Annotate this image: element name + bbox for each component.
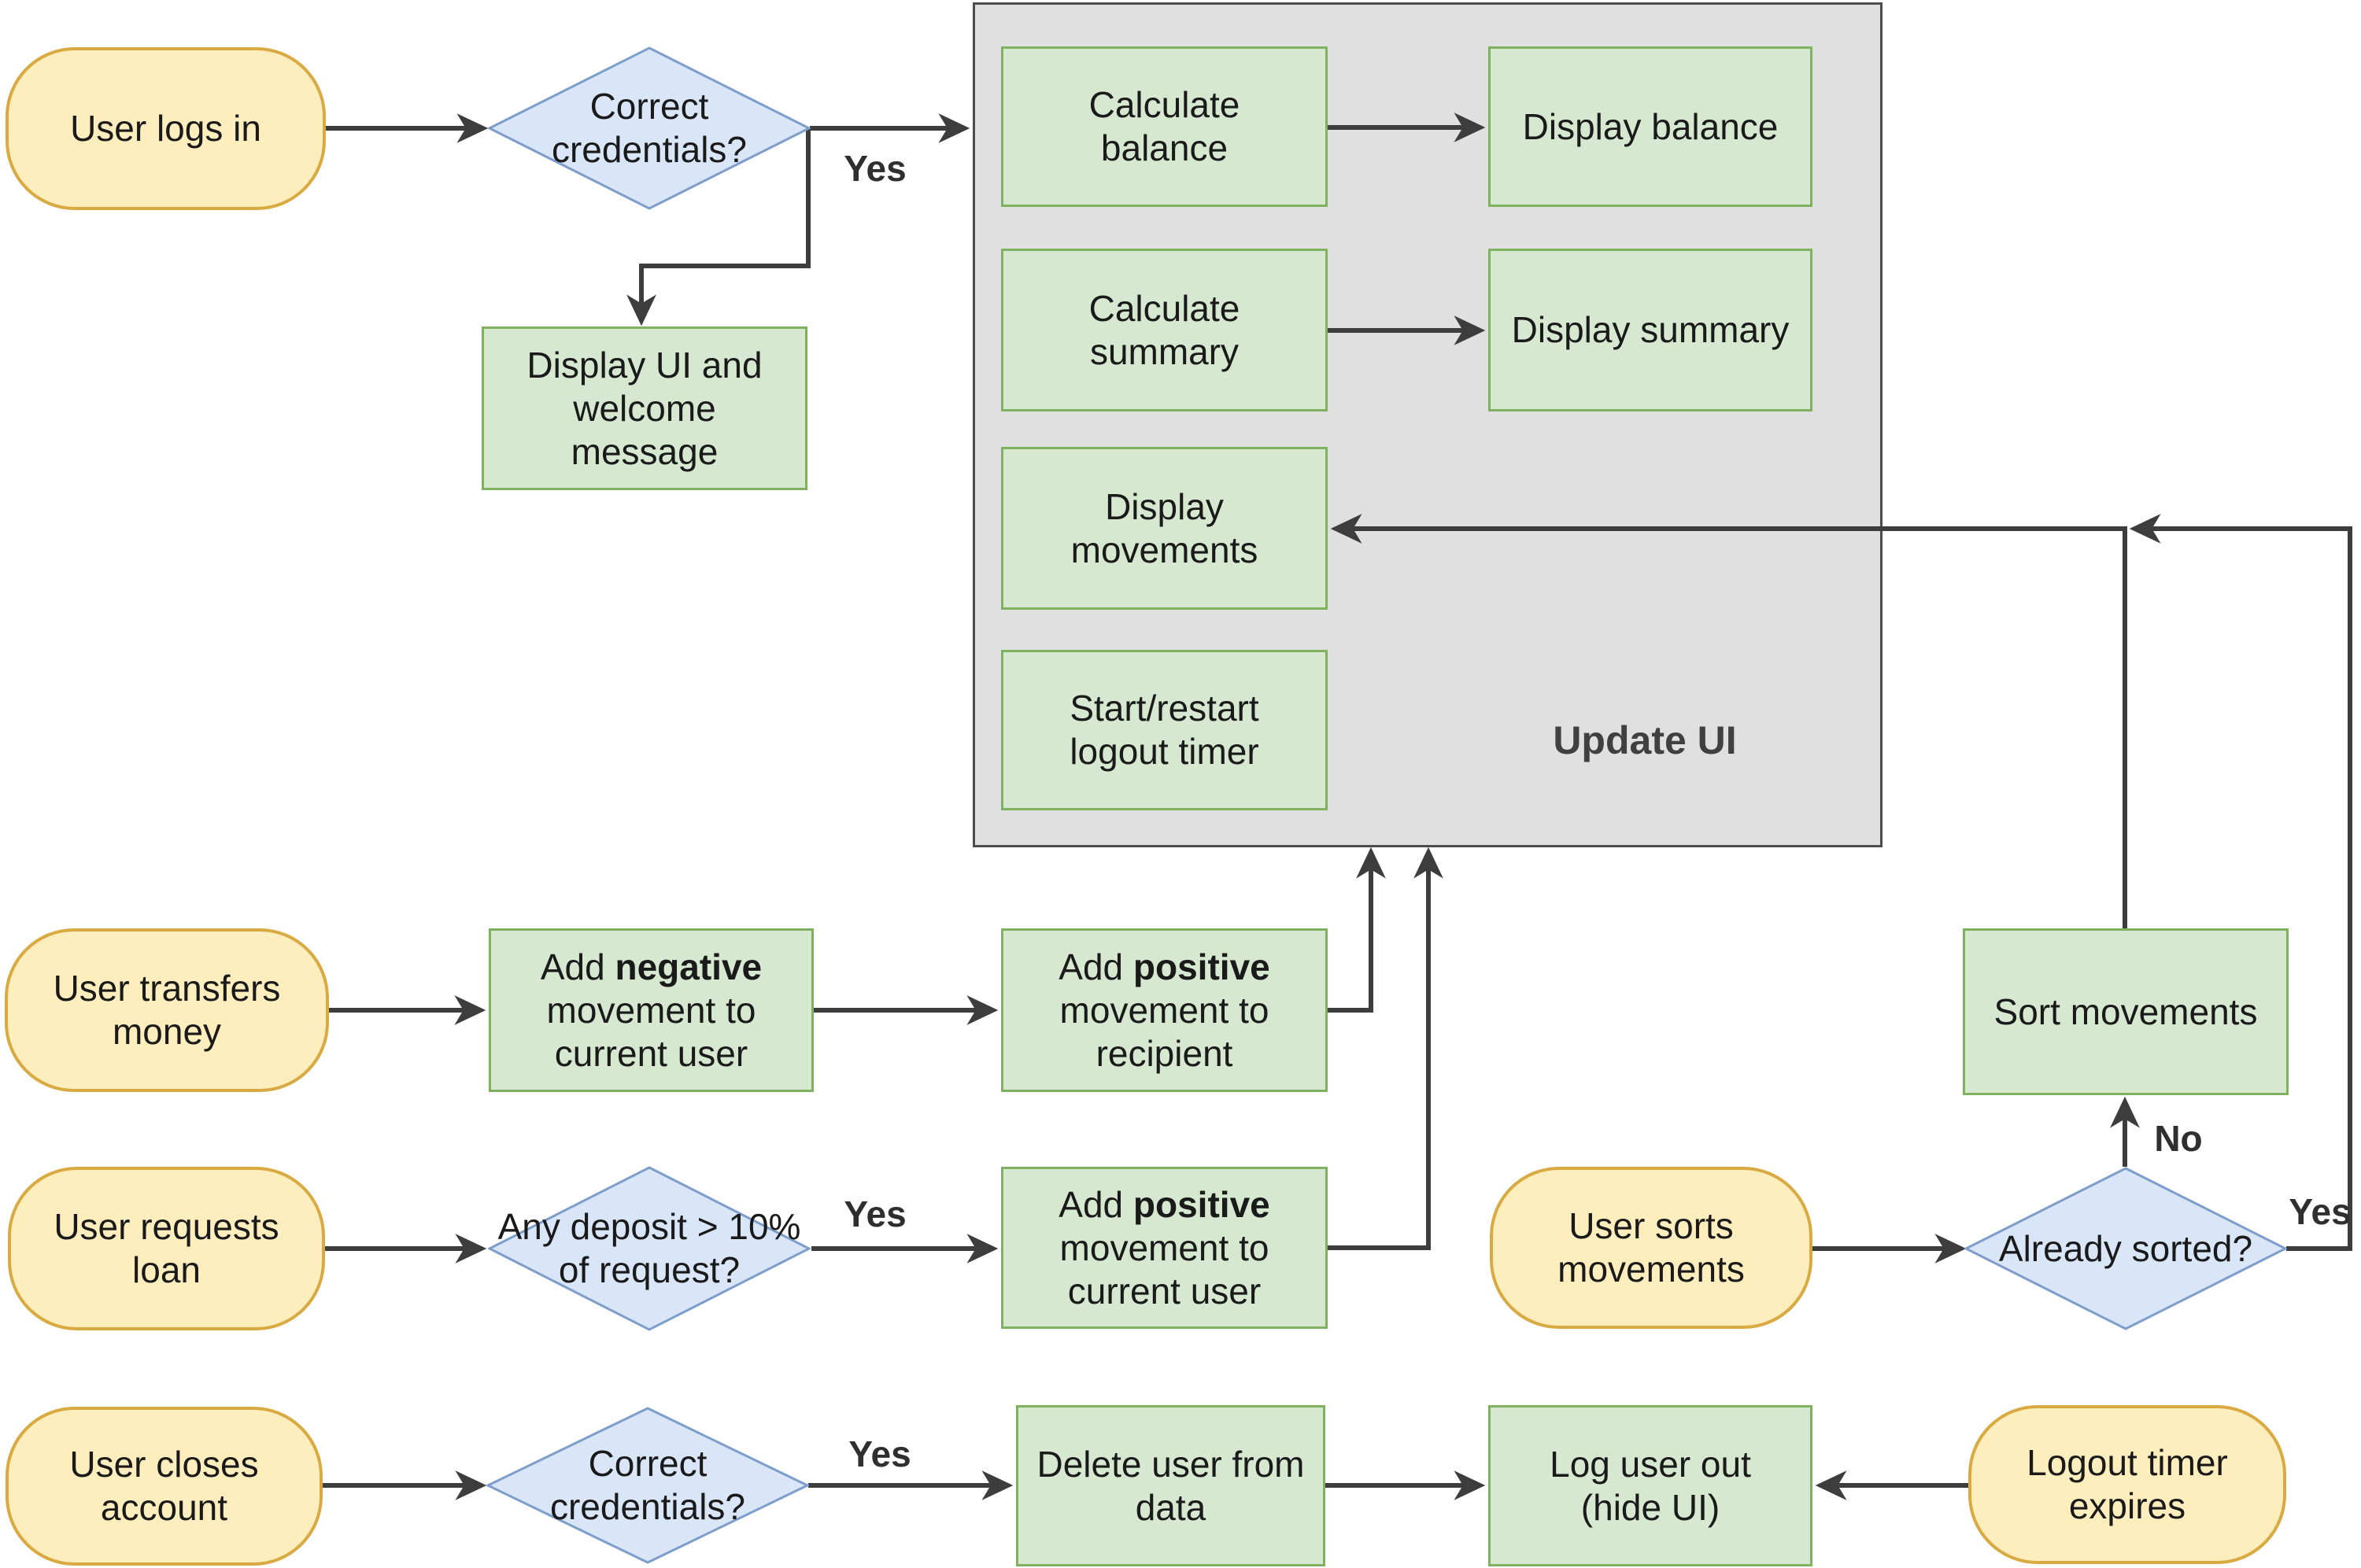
process-calculate-balance: Calculate balance bbox=[1001, 46, 1328, 207]
edge-alreadysorted-yes-loop bbox=[2129, 514, 2352, 1251]
diamond-shape bbox=[488, 46, 811, 210]
edge-label-yes-close: Yes bbox=[848, 1433, 911, 1474]
edge-label-yes-loan: Yes bbox=[844, 1194, 907, 1234]
process-log-user-out: Log user out (hide UI) bbox=[1488, 1405, 1812, 1566]
decision-correct-credentials-login: Correct credentials? bbox=[488, 46, 811, 210]
edge-label-no-sorted: No bbox=[2154, 1118, 2203, 1159]
edge-addpositivecurrent-to-updateui bbox=[1328, 847, 1443, 1250]
process-add-positive-movement-recipient: Add positive movement to recipient bbox=[1001, 928, 1328, 1092]
edge-addpositiverecipient-to-updateui bbox=[1328, 847, 1386, 1013]
process-display-ui-welcome: Display UI and welcome message bbox=[482, 327, 807, 490]
process-sort-movements: Sort movements bbox=[1963, 928, 2289, 1095]
process-display-movements: Display movements bbox=[1001, 447, 1328, 610]
decision-correct-credentials-close: Correct credentials? bbox=[486, 1407, 809, 1564]
diamond-shape bbox=[486, 1407, 809, 1564]
process-add-negative-movement: Add negative movement to current user bbox=[489, 928, 814, 1092]
edge-credentials-to-display-ui bbox=[626, 128, 811, 327]
edge-label-yes-login: Yes bbox=[844, 148, 907, 189]
start-user-logs-in: User logs in bbox=[6, 47, 326, 210]
process-calculate-summary: Calculate summary bbox=[1001, 249, 1328, 411]
process-display-balance: Display balance bbox=[1488, 46, 1812, 207]
start-user-closes-account: User closes account bbox=[6, 1407, 323, 1566]
start-logout-timer-expires: Logout timer expires bbox=[1968, 1405, 2286, 1564]
diamond-shape bbox=[488, 1166, 811, 1331]
decision-already-sorted: Already sorted? bbox=[1964, 1167, 2287, 1330]
process-add-positive-movement-current: Add positive movement to current user bbox=[1001, 1167, 1328, 1329]
update-ui-group-title: Update UI bbox=[1553, 718, 1737, 762]
process-display-summary: Display summary bbox=[1488, 249, 1812, 411]
process-start-restart-logout-timer: Start/restart logout timer bbox=[1001, 650, 1328, 810]
start-user-sorts-movements: User sorts movements bbox=[1490, 1167, 1812, 1329]
process-delete-user: Delete user from data bbox=[1016, 1405, 1325, 1566]
diamond-shape bbox=[1964, 1167, 2287, 1330]
decision-any-deposit: Any deposit > 10% of request? bbox=[488, 1166, 811, 1331]
start-user-transfers-money: User transfers money bbox=[5, 928, 329, 1092]
edge-sortmovements-to-displaymovements bbox=[1330, 514, 2127, 928]
start-user-requests-loan: User requests loan bbox=[8, 1167, 325, 1330]
edge-label-yes-sorted: Yes bbox=[2289, 1191, 2352, 1232]
